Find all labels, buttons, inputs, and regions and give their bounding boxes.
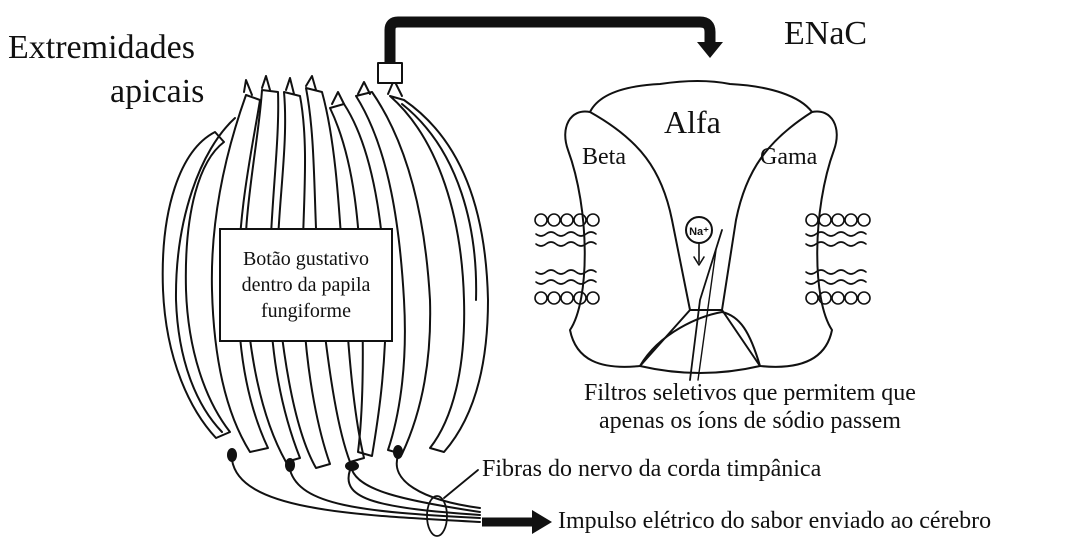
apical-ends-title-line1: Extremidades [8,28,195,67]
taste-bud-label-box: Botão gustativo dentro da papila fungifo… [219,228,393,342]
subunit-alpha-label: Alfa [664,104,721,141]
receptor-square [378,63,402,83]
taste-bud-label-line1: Botão gustativo [243,246,369,272]
filter-caption-line2: apenas os íons de sódio passem [540,408,960,436]
apical-ends-title-line2: apicais [110,72,204,111]
filter-caption-line1: Filtros seletivos que permitem que [540,380,960,408]
taste-bud-label-line2: dentro da papila [242,272,371,298]
subunit-gamma-label: Gama [760,144,817,172]
membrane-right [806,214,870,304]
taste-bud-label-line3: fungiforme [261,298,351,324]
impulse-label: Impulso elétrico do sabor enviado ao cér… [558,508,991,536]
nerve-fibers-label: Fibras do nervo da corda timpânica [482,456,821,484]
enac-title: ENaC [784,14,867,53]
filter-caption: Filtros seletivos que permitem que apena… [540,380,960,435]
membrane-left [535,214,599,304]
receptor-to-enac-arrow [390,22,723,64]
subunit-beta-label: Beta [582,144,626,172]
ion-label: Na⁺ [689,226,709,238]
impulse-arrow [482,510,552,534]
